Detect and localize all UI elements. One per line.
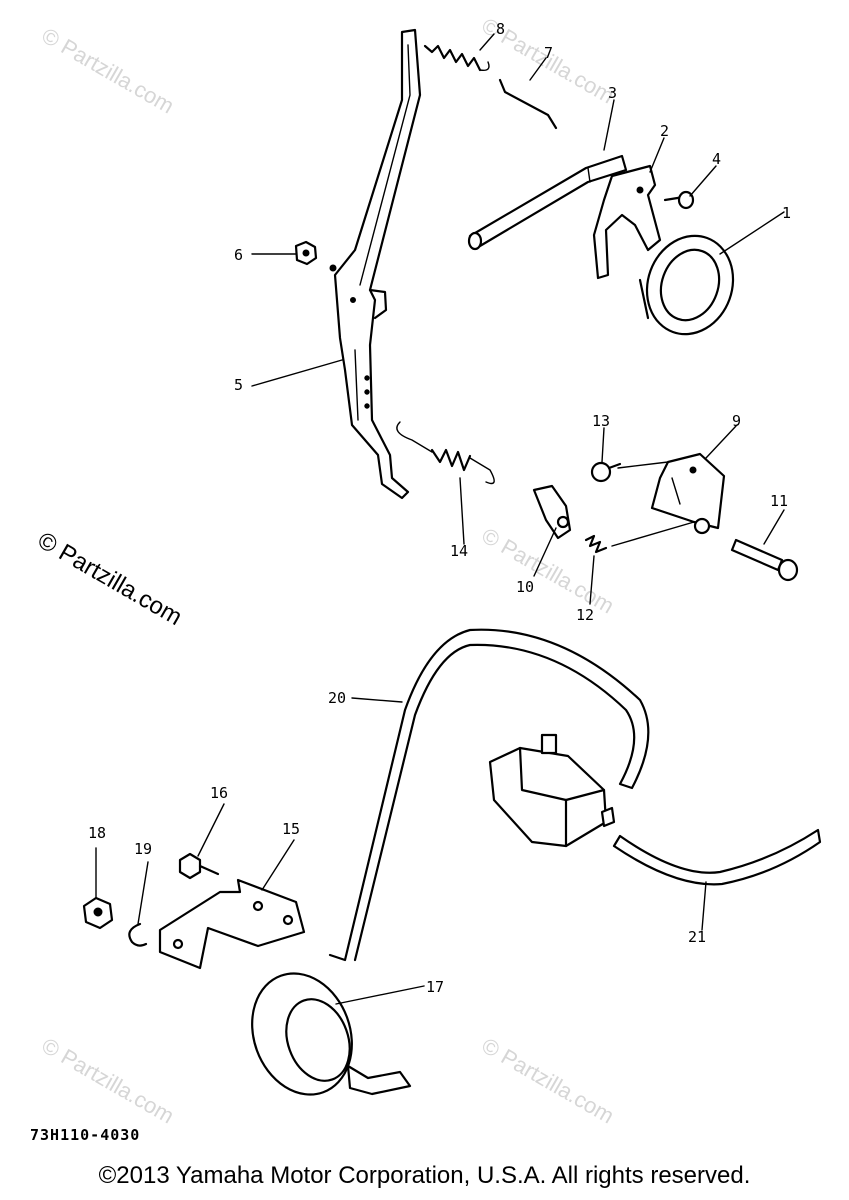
- callout-16: 16: [210, 784, 228, 802]
- shaft-part-3: [467, 154, 628, 251]
- callout-3: 3: [608, 84, 617, 102]
- fork-part-2: [592, 164, 662, 280]
- hose-part-20: [328, 628, 650, 962]
- callout-20: 20: [328, 689, 346, 707]
- bolt-part-16: [178, 852, 220, 880]
- nut-part-18: [82, 896, 114, 930]
- callout-9: 9: [732, 412, 741, 430]
- callout-13: 13: [592, 412, 610, 430]
- callout-5: 5: [234, 376, 243, 394]
- watermark: © Partzilla.com: [38, 1033, 179, 1129]
- spring-part-12: [584, 534, 608, 554]
- bracket-part-15: [158, 878, 306, 970]
- callout-1: 1: [782, 204, 791, 222]
- hose-part-21: [612, 828, 822, 886]
- copyright-notice: ©2013 Yamaha Motor Corporation, U.S.A. A…: [98, 1162, 751, 1189]
- watermark: © Partzilla.com: [38, 23, 179, 119]
- callout-14: 14: [450, 542, 468, 560]
- bracket-part-10: [532, 484, 572, 540]
- vacuum-switch-part: [488, 733, 616, 848]
- watermark-layer: © Partzilla.com © Partzilla.com © Partzi…: [33, 13, 618, 1129]
- spring-part-14: [396, 421, 495, 485]
- callout-6: 6: [234, 246, 243, 264]
- watermark: © Partzilla.com: [478, 1033, 619, 1129]
- callout-7: 7: [544, 44, 553, 62]
- callout-10: 10: [516, 578, 534, 596]
- washer-part-19: [128, 922, 148, 947]
- bolt-part-13: [590, 461, 622, 483]
- callout-2: 2: [660, 122, 669, 140]
- spring-part-8: [423, 44, 490, 72]
- callout-4: 4: [712, 150, 721, 168]
- leader-lines: [95, 33, 785, 1005]
- callout-18: 18: [88, 824, 106, 842]
- watermark: © Partzilla.com: [478, 523, 619, 619]
- callout-11: 11: [770, 492, 788, 510]
- ring-part-1: [638, 234, 735, 336]
- screw-part-4: [663, 190, 695, 210]
- bracket-part-9: [611, 452, 726, 547]
- callout-17: 17: [426, 978, 444, 996]
- callout-8: 8: [496, 20, 505, 38]
- bolt-part-11: [730, 538, 799, 582]
- callout-12: 12: [576, 606, 594, 624]
- callout-19: 19: [134, 840, 152, 858]
- diagram-code: 73H110-4030: [30, 1126, 141, 1144]
- callout-15: 15: [282, 820, 300, 838]
- side-watermark: © Partzilla.com: [33, 527, 187, 631]
- callout-21: 21: [688, 928, 706, 946]
- callout-labels: 8 7 3 2 4 1 6 5 9 13 11 14 10 12 20 16 1…: [88, 20, 791, 996]
- horn-part-17: [251, 972, 412, 1096]
- rod-part-7: [498, 78, 558, 130]
- lever-arm-part: [329, 28, 422, 500]
- nut-part-6: [294, 240, 318, 266]
